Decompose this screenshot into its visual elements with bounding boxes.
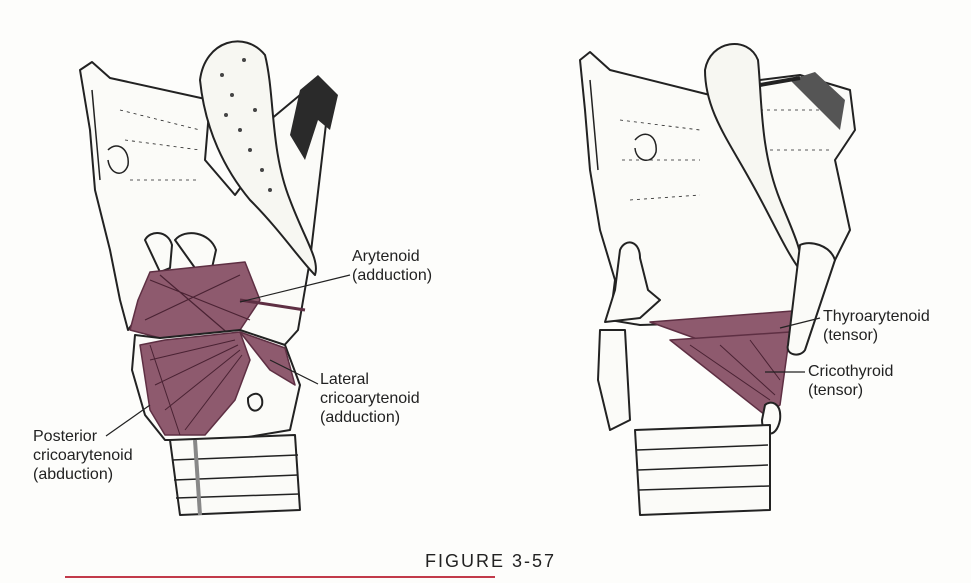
label-thyroarytenoid-line2: (tensor) <box>823 327 879 344</box>
label-arytenoid: Arytenoid (adduction) <box>352 247 432 285</box>
left-larynx-drawing <box>79 40 338 516</box>
label-posterior-line2: cricoarytenoid <box>33 447 133 464</box>
caption-rule <box>65 576 495 578</box>
figure-caption: FIGURE 3-57 <box>425 551 557 571</box>
label-lateral-line1: Lateral <box>320 371 369 388</box>
label-cricothyroid-line2: (tensor) <box>808 382 864 399</box>
right-epiglottis <box>704 43 803 271</box>
leader-thyroarytenoid <box>779 317 821 329</box>
label-posterior-cricoarytenoid: Posterior cricoarytenoid (abduction) <box>33 427 133 484</box>
label-cricothyroid: Cricothyroid (tensor) <box>808 362 893 400</box>
left-epiglottis <box>199 40 317 276</box>
right-larynx-drawing <box>579 43 856 516</box>
label-lateral-line3: (adduction) <box>320 409 401 426</box>
leader-posterior-cricoarytenoid <box>105 404 151 437</box>
label-lateral-cricoarytenoid: Lateral cricoarytenoid (adduction) <box>320 370 420 427</box>
label-arytenoid-line1: Arytenoid <box>352 248 420 265</box>
left-lateral-cricoarytenoid-muscle <box>239 331 296 386</box>
label-posterior-line1: Posterior <box>33 428 98 445</box>
leader-arytenoid <box>239 274 351 303</box>
right-trachea <box>634 424 771 516</box>
left-posterior-cricoarytenoid-muscle <box>139 331 251 436</box>
label-cricothyroid-line1: Cricothyroid <box>808 363 894 380</box>
label-leader-lines <box>105 274 821 437</box>
label-lateral-line2: cricoarytenoid <box>320 390 420 407</box>
leader-lateral-cricoarytenoid <box>269 359 319 385</box>
right-cricoid-cartilage <box>597 329 631 431</box>
label-thyroarytenoid: Thyroarytenoid (tensor) <box>823 307 930 345</box>
label-arytenoid-line2: (adduction) <box>352 267 433 284</box>
label-thyroarytenoid-line1: Thyroarytenoid <box>823 308 930 325</box>
label-posterior-line3: (abduction) <box>33 466 114 483</box>
